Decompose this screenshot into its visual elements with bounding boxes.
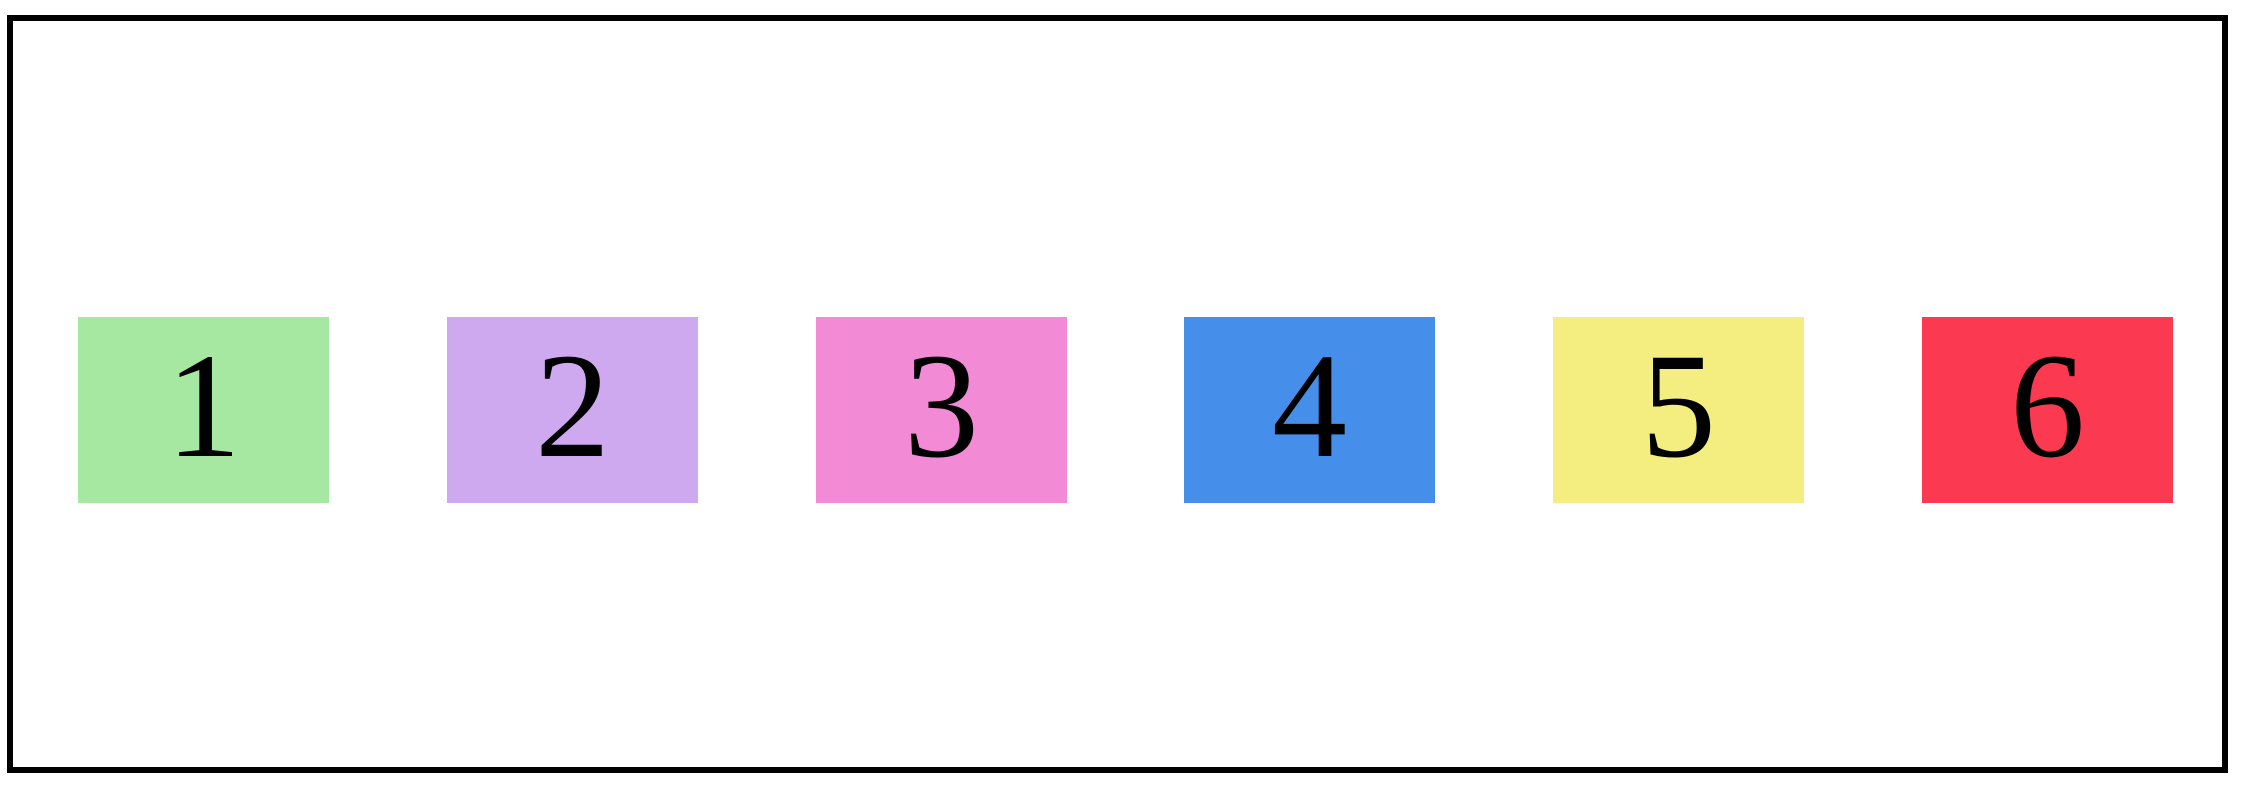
tile-1: 1: [78, 317, 329, 503]
tile-5-label: 5: [1641, 323, 1716, 489]
diagram-frame: 1 2 3 4 5 6: [7, 15, 2228, 773]
tile-row: 1 2 3 4 5 6: [13, 21, 2222, 767]
tile-5: 5: [1553, 317, 1804, 503]
tile-6-label: 6: [2010, 323, 2085, 489]
tile-4-label: 4: [1272, 323, 1347, 489]
tile-2-label: 2: [535, 323, 610, 489]
tile-3-label: 3: [904, 323, 979, 489]
tile-3: 3: [816, 317, 1067, 503]
tile-4: 4: [1184, 317, 1435, 503]
tile-2: 2: [447, 317, 698, 503]
tile-6: 6: [1922, 317, 2173, 503]
tile-1-label: 1: [166, 323, 241, 489]
